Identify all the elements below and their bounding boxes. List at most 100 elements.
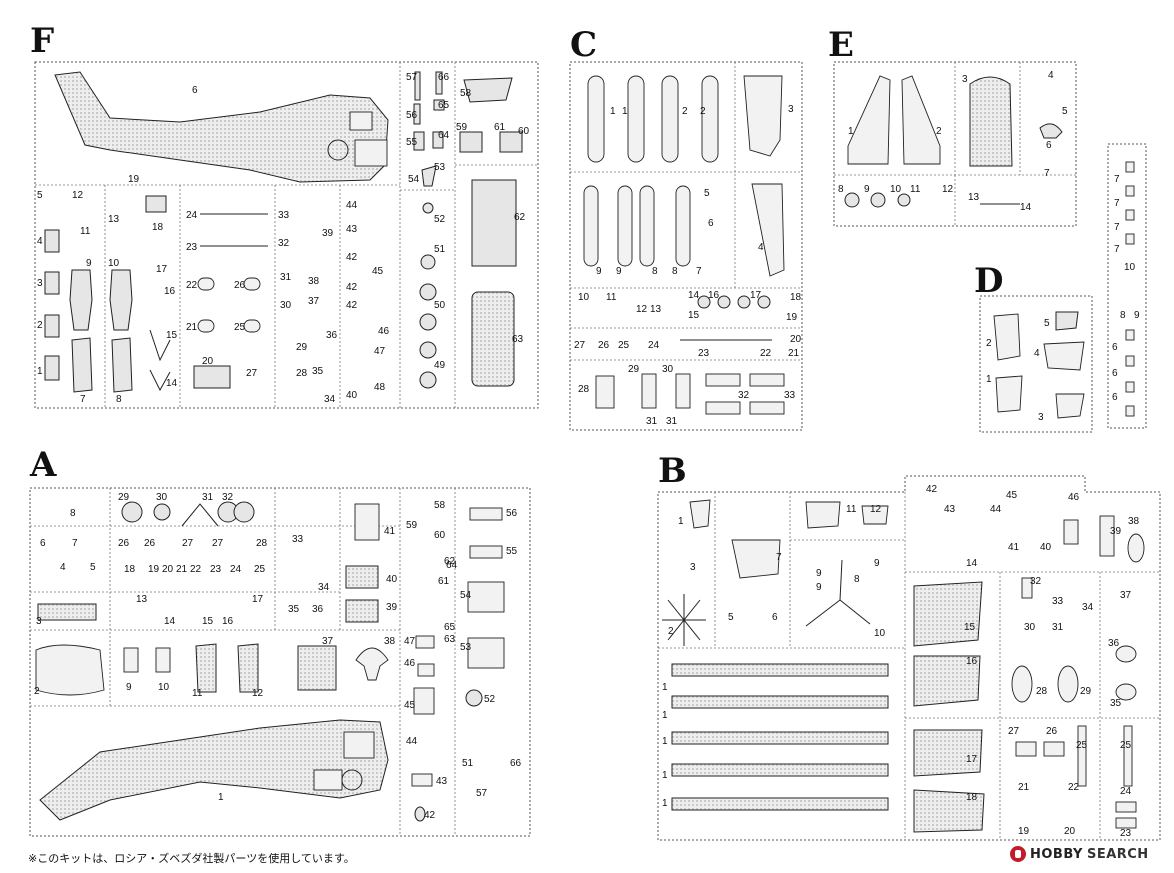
svg-text:16: 16 <box>164 286 176 297</box>
svg-text:39: 39 <box>1110 526 1122 537</box>
svg-text:7: 7 <box>1044 168 1050 179</box>
svg-text:36: 36 <box>326 330 338 341</box>
svg-text:5: 5 <box>704 188 710 199</box>
svg-text:37: 37 <box>322 636 334 647</box>
svg-text:45: 45 <box>1006 490 1018 501</box>
svg-text:30: 30 <box>1024 622 1036 633</box>
svg-text:23: 23 <box>186 242 198 253</box>
svg-text:1: 1 <box>662 682 668 693</box>
svg-text:29: 29 <box>296 342 308 353</box>
svg-text:22: 22 <box>760 348 772 359</box>
svg-text:18: 18 <box>790 292 802 303</box>
svg-text:36: 36 <box>312 604 324 615</box>
brand-search: SEARCH <box>1086 846 1149 862</box>
svg-text:39: 39 <box>322 228 334 239</box>
svg-text:20: 20 <box>202 356 214 367</box>
svg-text:34: 34 <box>324 394 336 405</box>
svg-text:1: 1 <box>848 126 854 137</box>
svg-text:31: 31 <box>280 272 292 283</box>
svg-text:29: 29 <box>118 492 130 503</box>
svg-text:26: 26 <box>234 280 246 291</box>
svg-text:26: 26 <box>598 340 610 351</box>
sprue-letter-f: F <box>30 21 55 61</box>
svg-text:42: 42 <box>346 282 358 293</box>
sprue-d: 25 41 3 77 77 108 96 66 <box>979 143 1147 433</box>
svg-text:25: 25 <box>1120 740 1132 751</box>
svg-text:6: 6 <box>1112 342 1118 353</box>
svg-text:41: 41 <box>384 526 396 537</box>
svg-text:9: 9 <box>126 682 132 693</box>
svg-text:6: 6 <box>1112 392 1118 403</box>
svg-text:31: 31 <box>646 416 658 427</box>
svg-text:51: 51 <box>434 244 446 255</box>
svg-text:10: 10 <box>578 292 590 303</box>
svg-text:33: 33 <box>1052 596 1064 607</box>
svg-text:1: 1 <box>678 516 684 527</box>
svg-text:15: 15 <box>166 330 178 341</box>
svg-text:32: 32 <box>1030 576 1042 587</box>
svg-text:8: 8 <box>652 266 658 277</box>
svg-text:17: 17 <box>156 264 168 275</box>
svg-text:36: 36 <box>1108 638 1120 649</box>
svg-text:47: 47 <box>404 636 416 647</box>
svg-text:14: 14 <box>164 616 176 627</box>
svg-text:26: 26 <box>118 538 130 549</box>
svg-text:37: 37 <box>1120 590 1132 601</box>
svg-text:31: 31 <box>666 416 678 427</box>
svg-text:11: 11 <box>80 226 91 237</box>
svg-text:9: 9 <box>1134 310 1140 321</box>
svg-text:3: 3 <box>1038 412 1044 423</box>
svg-text:56: 56 <box>406 110 418 121</box>
svg-text:4: 4 <box>60 562 66 573</box>
svg-text:8: 8 <box>672 266 678 277</box>
svg-text:1: 1 <box>986 374 992 385</box>
svg-text:9: 9 <box>596 266 602 277</box>
svg-text:10: 10 <box>874 628 886 639</box>
svg-text:43: 43 <box>346 224 358 235</box>
svg-text:2: 2 <box>34 686 40 697</box>
svg-text:3: 3 <box>37 278 43 289</box>
svg-text:12: 12 <box>252 688 264 699</box>
svg-text:9: 9 <box>86 258 92 269</box>
svg-text:61: 61 <box>438 576 450 587</box>
svg-text:7: 7 <box>776 552 782 563</box>
svg-text:35: 35 <box>288 604 300 615</box>
svg-text:28: 28 <box>256 538 268 549</box>
svg-text:4: 4 <box>758 242 764 253</box>
svg-text:54: 54 <box>408 174 420 185</box>
svg-text:63: 63 <box>512 334 524 345</box>
svg-text:11: 11 <box>606 292 617 303</box>
hobby-search-logo-icon <box>1010 846 1026 862</box>
svg-text:46: 46 <box>1068 492 1080 503</box>
svg-text:6: 6 <box>192 85 198 96</box>
svg-text:1: 1 <box>662 798 668 809</box>
svg-text:28: 28 <box>296 368 308 379</box>
svg-text:13: 13 <box>136 594 148 605</box>
svg-text:6: 6 <box>1046 140 1052 151</box>
svg-text:12: 12 <box>942 184 954 195</box>
svg-text:21: 21 <box>1018 782 1030 793</box>
svg-text:5: 5 <box>1062 106 1068 117</box>
svg-text:39: 39 <box>386 602 398 613</box>
sprue-letter-e: E <box>828 25 854 65</box>
svg-text:11: 11 <box>910 184 921 195</box>
svg-text:11: 11 <box>192 688 203 699</box>
svg-text:20: 20 <box>790 334 802 345</box>
svg-text:28: 28 <box>578 384 590 395</box>
svg-text:6: 6 <box>772 612 778 623</box>
svg-text:46: 46 <box>404 658 416 669</box>
svg-text:2: 2 <box>37 320 43 331</box>
svg-text:66: 66 <box>438 72 450 83</box>
svg-text:62: 62 <box>514 212 526 223</box>
svg-text:34: 34 <box>318 582 330 593</box>
svg-text:40: 40 <box>1040 542 1052 553</box>
svg-text:1: 1 <box>662 710 668 721</box>
sprue-letter-d: D <box>974 261 1004 301</box>
svg-text:28: 28 <box>1036 686 1048 697</box>
svg-text:24: 24 <box>186 210 198 221</box>
svg-text:26: 26 <box>1046 726 1058 737</box>
svg-text:15: 15 <box>964 622 976 633</box>
svg-text:25: 25 <box>618 340 630 351</box>
